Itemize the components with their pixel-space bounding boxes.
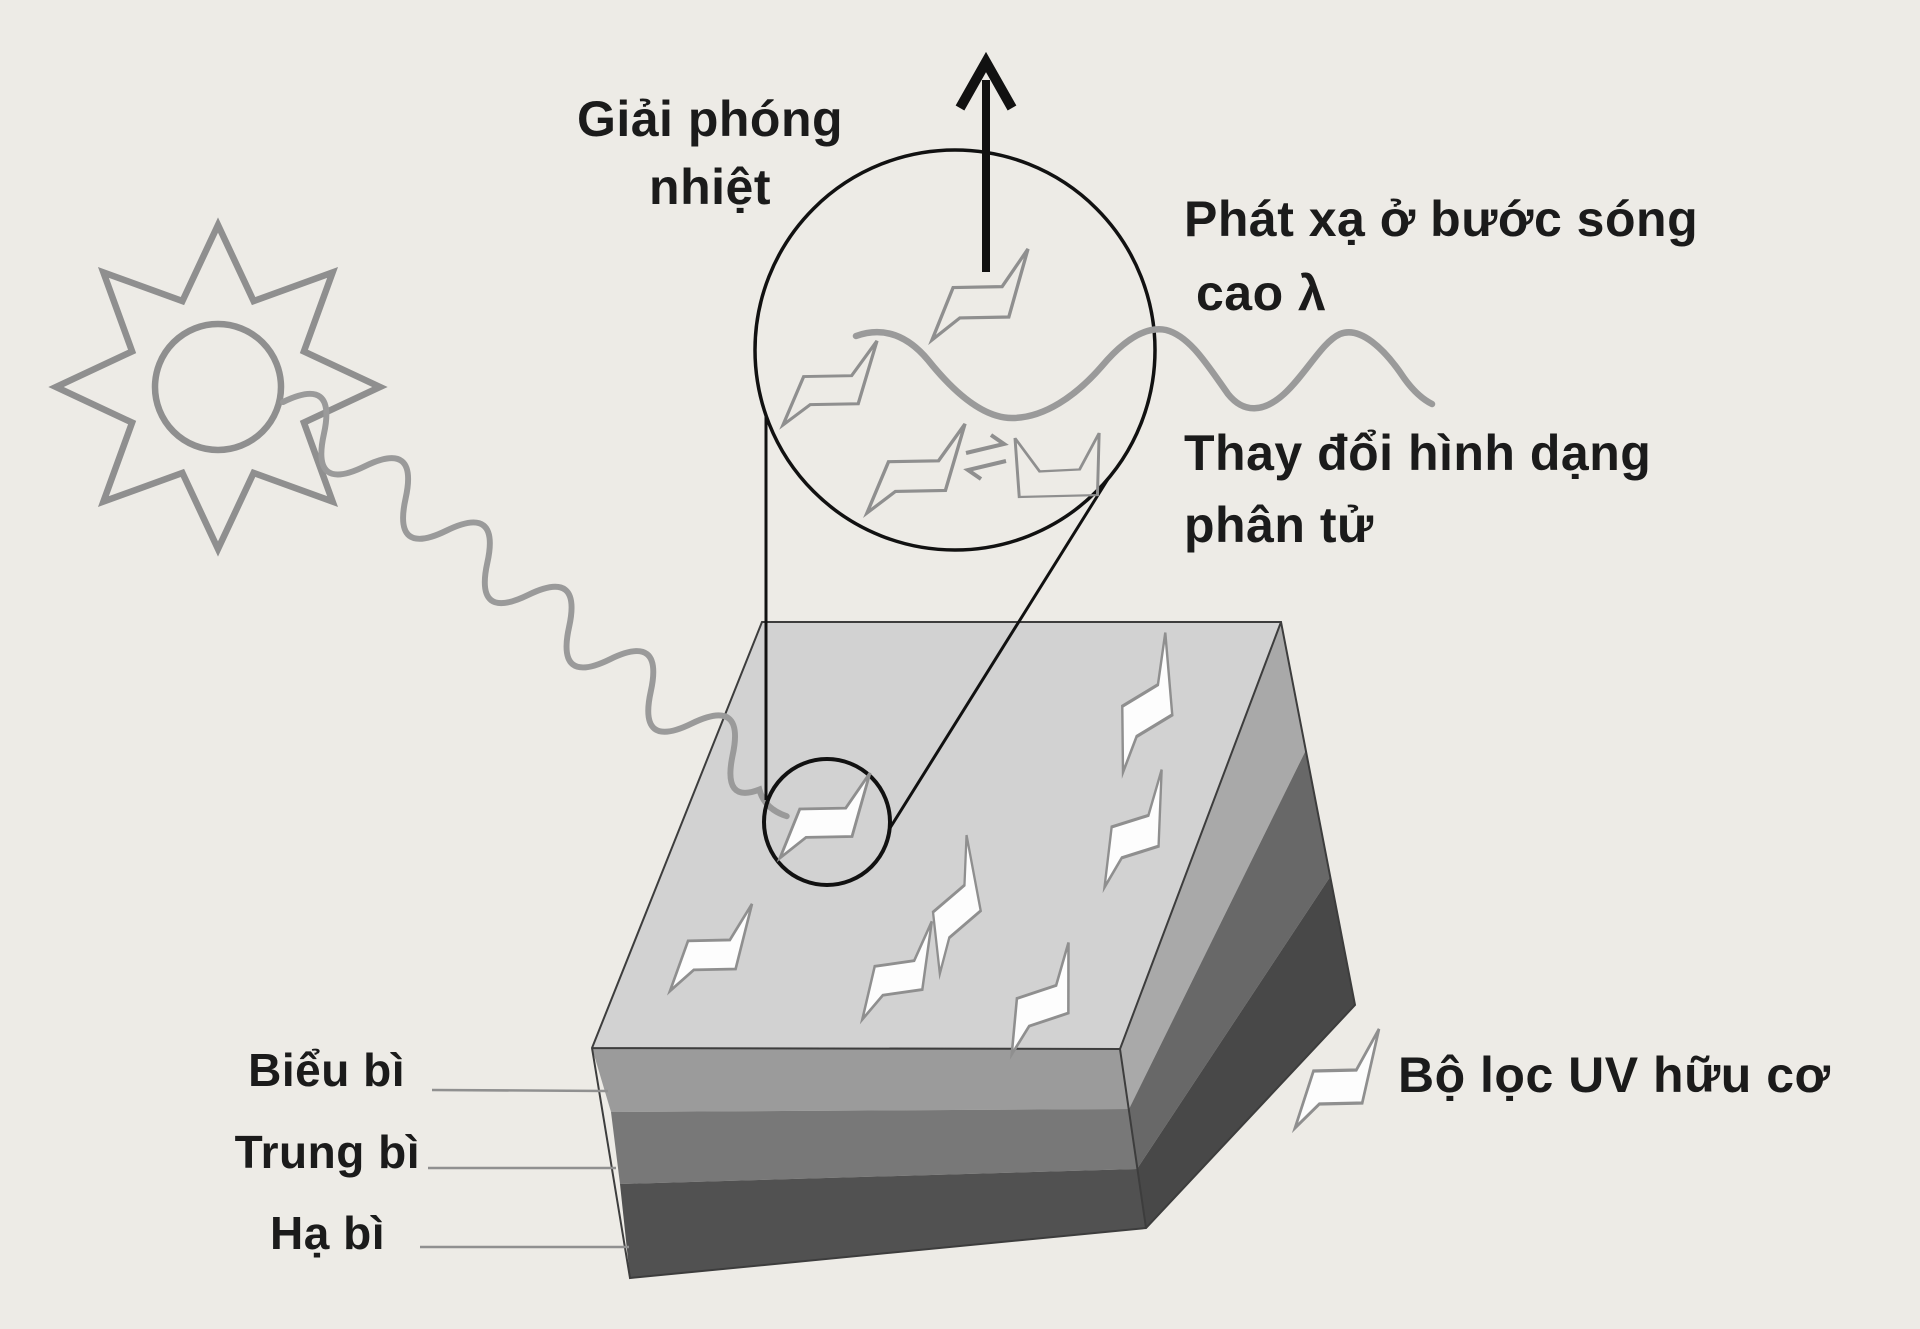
magnifier-small-circle	[762, 757, 892, 887]
sun-icon	[48, 217, 388, 557]
legend-label: Bộ lọc UV hữu cơ	[1398, 1047, 1831, 1103]
hypodermis-label: Hạ bì	[270, 1207, 385, 1259]
heat-release-label-line1: Giải phóng	[576, 91, 844, 147]
callout-line-right	[888, 478, 1110, 829]
molecule-trans-icon	[930, 247, 1030, 342]
dermis-side-face	[1129, 750, 1330, 1169]
epidermis-side-face	[1120, 622, 1306, 1109]
epidermis-pointer-line	[431, 1088, 609, 1093]
skin-block	[590, 621, 1357, 1280]
molecule-trans-icon	[781, 339, 879, 427]
epidermis-front-face	[592, 1048, 1129, 1112]
hypodermis-side-face	[1137, 877, 1355, 1228]
block-outline	[590, 621, 1357, 1280]
layer-pointer-lines	[420, 1088, 629, 1249]
emission-label-line1: Phát xạ ở bước sóng	[1184, 191, 1699, 247]
magnifier-big-circle	[753, 148, 1157, 552]
skin-top-face	[592, 622, 1281, 1049]
magnified-molecules	[781, 247, 1101, 515]
equilibrium-arrows-icon	[963, 433, 1009, 481]
sun-star-outline	[48, 217, 388, 557]
dermis-label: Trung bì	[234, 1126, 420, 1178]
emitted-wave-icon	[852, 326, 1436, 422]
sun-core-circle	[151, 320, 285, 454]
molecular-change-label-line2: phân tử	[1184, 497, 1374, 553]
molecular-change-label-line1: Thay đổi hình dạng	[1184, 425, 1652, 481]
dermis-front-face	[611, 1109, 1137, 1184]
molecule-cis-icon	[1013, 431, 1101, 499]
emission-label-line2: cao λ	[1196, 265, 1327, 321]
molecule-trans-icon	[865, 422, 967, 515]
hypodermis-front-face	[620, 1169, 1146, 1278]
uv-ray-wave-icon	[280, 390, 790, 820]
heat-arrow-icon	[955, 51, 1017, 272]
heat-release-label-line2: nhiệt	[649, 159, 771, 215]
epidermis-label: Biểu bì	[248, 1044, 405, 1096]
